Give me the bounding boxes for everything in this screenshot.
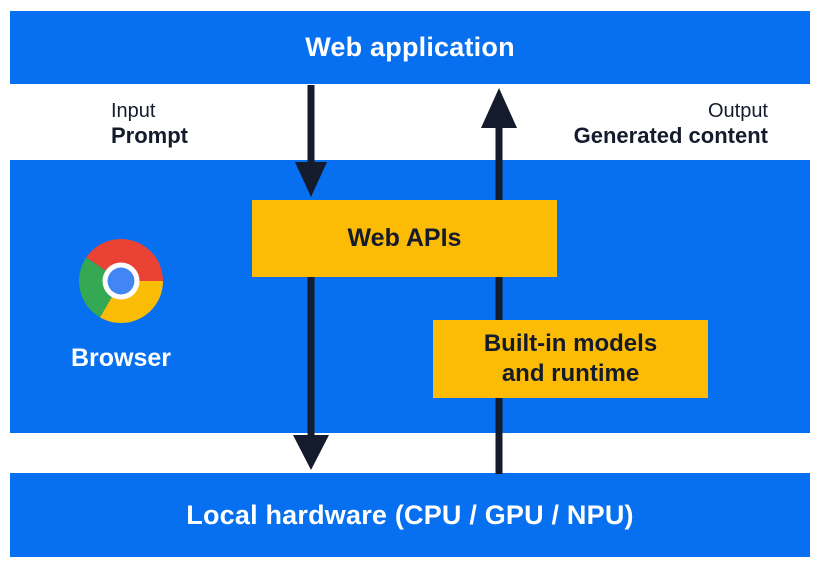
output-caption: Output xyxy=(707,100,768,122)
web-application-label: Web application xyxy=(305,32,515,62)
output-value: Generated content xyxy=(573,123,768,148)
output-label-group: Output Generated content xyxy=(574,99,768,149)
input-caption: Input xyxy=(111,100,156,122)
built-in-models-line2: and runtime xyxy=(501,360,640,387)
input-label-group: Input Prompt xyxy=(111,99,188,149)
local-hardware-bar: Local hardware (CPU / GPU / NPU) xyxy=(10,473,810,557)
built-in-models-box: Built-in models and runtime xyxy=(433,320,708,398)
web-application-bar: Web application xyxy=(10,11,810,84)
input-value: Prompt xyxy=(111,123,188,148)
built-in-models-line1: Built-in models xyxy=(483,330,658,357)
web-apis-label: Web APIs xyxy=(347,224,462,252)
chrome-browser-icon xyxy=(79,239,163,323)
local-hardware-label: Local hardware (CPU / GPU / NPU) xyxy=(186,499,634,530)
web-apis-box: Web APIs xyxy=(252,200,557,277)
browser-label: Browser xyxy=(70,344,172,372)
